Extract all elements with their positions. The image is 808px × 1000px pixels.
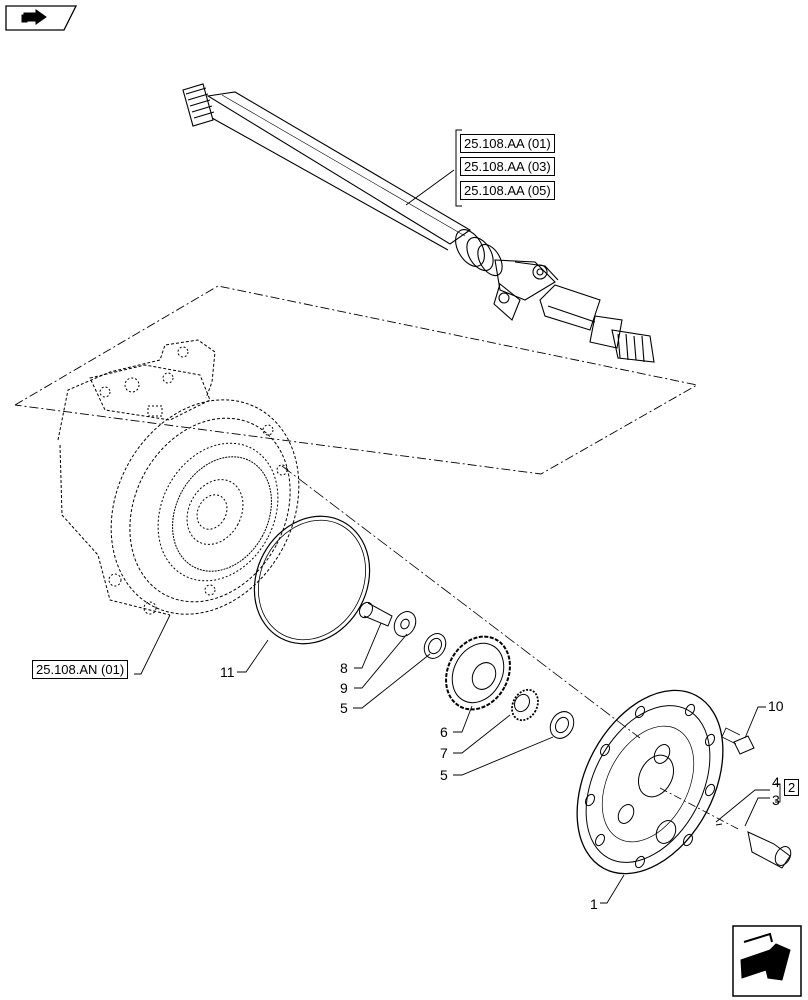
callout-5-lower: 5 [440, 767, 448, 783]
return-arrow-icon[interactable] [732, 925, 802, 997]
washer [393, 611, 417, 637]
hub-ref[interactable]: 25.108.AN (01) [32, 660, 129, 679]
callout-10: 10 [768, 698, 784, 714]
shaft-ref-05[interactable]: 25.108.AA (05) [460, 181, 555, 200]
callout-1: 1 [590, 896, 598, 912]
o-ring [253, 515, 371, 645]
cover-bolt [721, 727, 755, 755]
drive-shaft [182, 83, 655, 363]
callout-leaders [134, 614, 781, 904]
needle-bearing [511, 688, 539, 722]
assembly-boundary [14, 285, 699, 475]
hand-pointer-icon[interactable] [5, 5, 78, 31]
carrier-pin [715, 823, 792, 869]
callout-6: 6 [440, 724, 448, 740]
planetary-gear [445, 635, 511, 711]
callout-5-upper: 5 [340, 700, 348, 716]
callout-11: 11 [220, 664, 235, 680]
callout-8: 8 [340, 660, 348, 676]
callout-7: 7 [440, 745, 448, 761]
callout-3: 3 [772, 792, 780, 808]
thrust-washer-lower [549, 711, 575, 739]
thrust-washer-upper [423, 633, 447, 659]
callout-9: 9 [340, 680, 348, 696]
assembly-axis [281, 465, 641, 739]
shaft-ref-01[interactable]: 25.108.AA (01) [460, 134, 555, 153]
shaft-ref-03[interactable]: 25.108.AA (03) [460, 157, 555, 176]
shaft-ref-bracket [455, 129, 462, 207]
shaft-ref-leader [405, 169, 455, 206]
group-number-2: 2 [784, 779, 800, 796]
callout-4: 4 [772, 774, 780, 790]
hub-housing [57, 339, 300, 616]
shaft-bolt [359, 601, 393, 627]
planet-carrier-cover [576, 689, 724, 875]
